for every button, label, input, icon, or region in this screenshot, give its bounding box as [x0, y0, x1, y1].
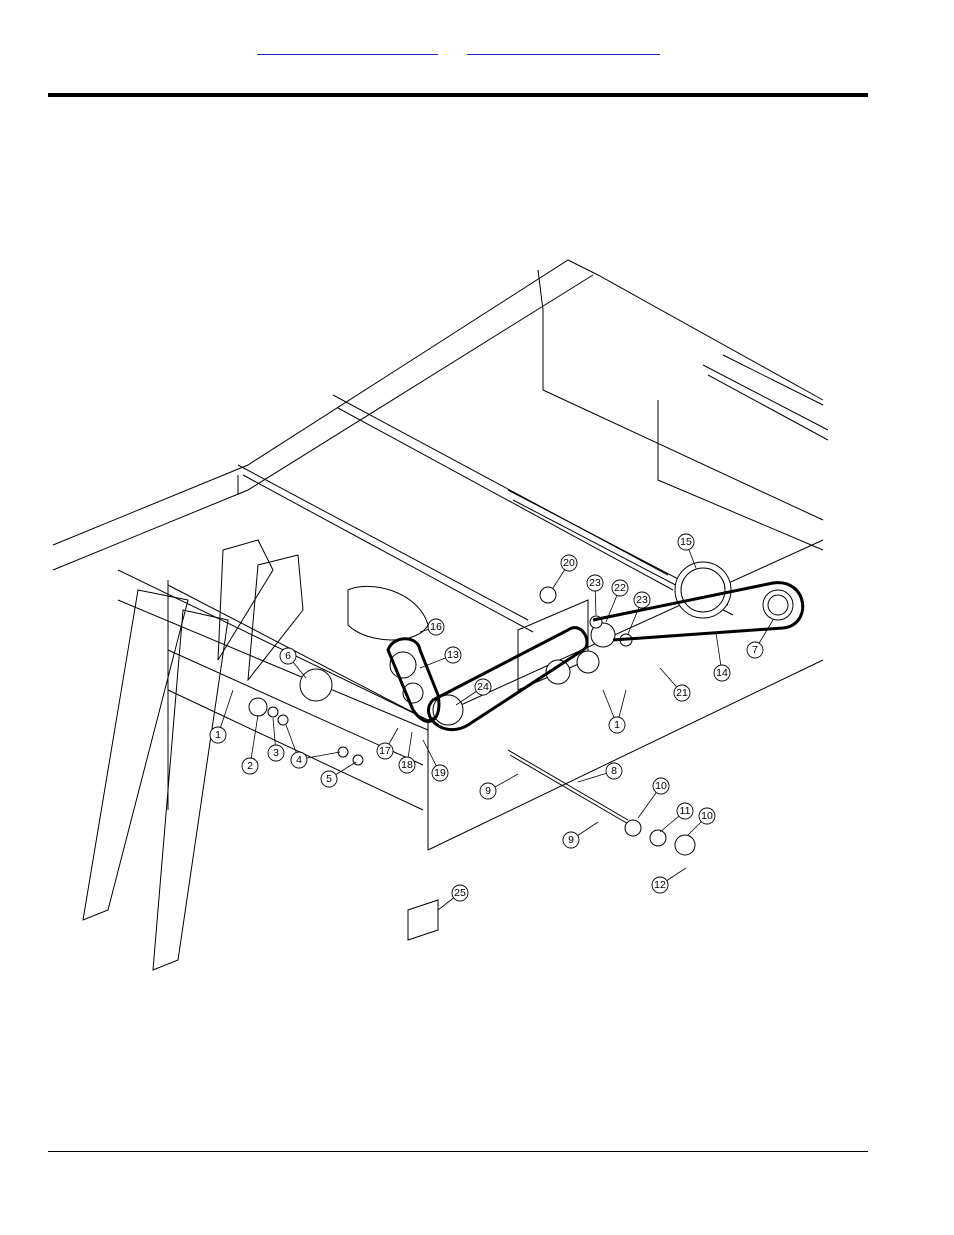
callout-22: 22 — [611, 579, 629, 597]
callout-17: 17 — [376, 742, 394, 760]
callout-4: 4 — [290, 751, 308, 769]
svg-text:23: 23 — [636, 594, 648, 606]
callout-6: 6 — [279, 647, 297, 665]
svg-text:5: 5 — [326, 773, 332, 785]
header-link-1[interactable] — [257, 40, 438, 55]
callout-5: 5 — [320, 770, 338, 788]
chain-24 — [426, 626, 589, 732]
callout-14: 14 — [713, 664, 731, 682]
callout-24: 24 — [474, 678, 492, 696]
callout-12: 12 — [651, 876, 669, 894]
sprocket-24 — [432, 694, 464, 726]
bearing-11 — [649, 829, 667, 847]
svg-text:7: 7 — [752, 644, 758, 656]
callout-16: 16 — [427, 618, 445, 636]
callout-18: 18 — [398, 756, 416, 774]
svg-text:3: 3 — [273, 747, 279, 759]
svg-text:4: 4 — [296, 754, 302, 766]
chains — [386, 581, 805, 732]
chain-13 — [386, 637, 441, 723]
svg-text:13: 13 — [447, 649, 459, 661]
sprocket-7 — [762, 589, 794, 621]
sprocket-6 — [299, 668, 333, 702]
svg-text:17: 17 — [379, 745, 391, 757]
parts-diagram: 1 2 3 4 5 6 7 8 9 10 11 12 13 14 15 16 1… — [48, 250, 828, 975]
nut-3 — [267, 706, 279, 718]
washer-20 — [539, 586, 557, 604]
svg-text:19: 19 — [434, 767, 446, 779]
sprockets — [248, 561, 794, 856]
svg-text:25: 25 — [454, 887, 466, 899]
callout-25: 25 — [451, 884, 469, 902]
svg-text:9: 9 — [485, 785, 491, 797]
sprocket-lower — [576, 650, 600, 674]
svg-text:11: 11 — [680, 805, 691, 817]
callouts: 1 2 3 4 5 6 7 8 9 10 11 12 13 14 15 16 1… — [209, 533, 774, 911]
sprocket-22 — [590, 622, 616, 648]
callout-20: 20 — [560, 554, 578, 572]
svg-text:9: 9 — [568, 834, 574, 846]
callout-3: 3 — [267, 744, 285, 762]
sprocket-15 — [674, 561, 732, 619]
svg-text:12: 12 — [654, 879, 666, 891]
callout-9b: 9 — [562, 831, 580, 849]
svg-text:8: 8 — [611, 765, 617, 777]
svg-text:10: 10 — [701, 810, 713, 822]
callout-21: 21 — [673, 684, 691, 702]
svg-text:10: 10 — [655, 780, 667, 792]
svg-text:1: 1 — [215, 729, 221, 741]
svg-text:2: 2 — [247, 760, 253, 772]
washer-4 — [277, 714, 289, 726]
sprocket-2 — [248, 697, 268, 717]
flange-10 — [624, 819, 642, 837]
callout-13: 13 — [444, 646, 462, 664]
svg-text:23: 23 — [589, 577, 601, 589]
callout-23b: 23 — [633, 591, 651, 609]
svg-text:22: 22 — [614, 582, 626, 594]
sprocket-mid — [545, 659, 571, 685]
svg-text:20: 20 — [563, 557, 575, 569]
svg-text:15: 15 — [680, 536, 692, 548]
nut-5 — [352, 754, 364, 766]
parts-diagram-svg: 1 2 3 4 5 6 7 8 9 10 11 12 13 14 15 16 1… — [52, 259, 828, 971]
callout-8: 8 — [605, 762, 623, 780]
callout-1: 1 — [209, 726, 227, 744]
chain-14 — [592, 581, 805, 642]
svg-text:21: 21 — [676, 687, 688, 699]
svg-text:16: 16 — [430, 621, 442, 633]
header-link-2[interactable] — [467, 40, 660, 55]
top-rule — [48, 93, 868, 97]
bottom-rule — [48, 1151, 868, 1152]
flange-10b — [674, 834, 696, 856]
svg-text:14: 14 — [716, 667, 728, 679]
svg-text:6: 6 — [285, 650, 291, 662]
svg-text:18: 18 — [401, 759, 413, 771]
callout-10: 10 — [652, 777, 670, 795]
svg-text:24: 24 — [477, 681, 489, 693]
callout-1b: 1 — [608, 716, 626, 734]
callout-19: 19 — [431, 764, 449, 782]
callout-9: 9 — [479, 782, 497, 800]
callout-7: 7 — [746, 641, 764, 659]
callout-23: 23 — [586, 574, 604, 592]
callout-11: 11 — [676, 802, 694, 820]
svg-text:1: 1 — [614, 719, 620, 731]
callout-10b: 10 — [698, 807, 716, 825]
callout-15: 15 — [677, 533, 695, 551]
callout-2: 2 — [241, 757, 259, 775]
